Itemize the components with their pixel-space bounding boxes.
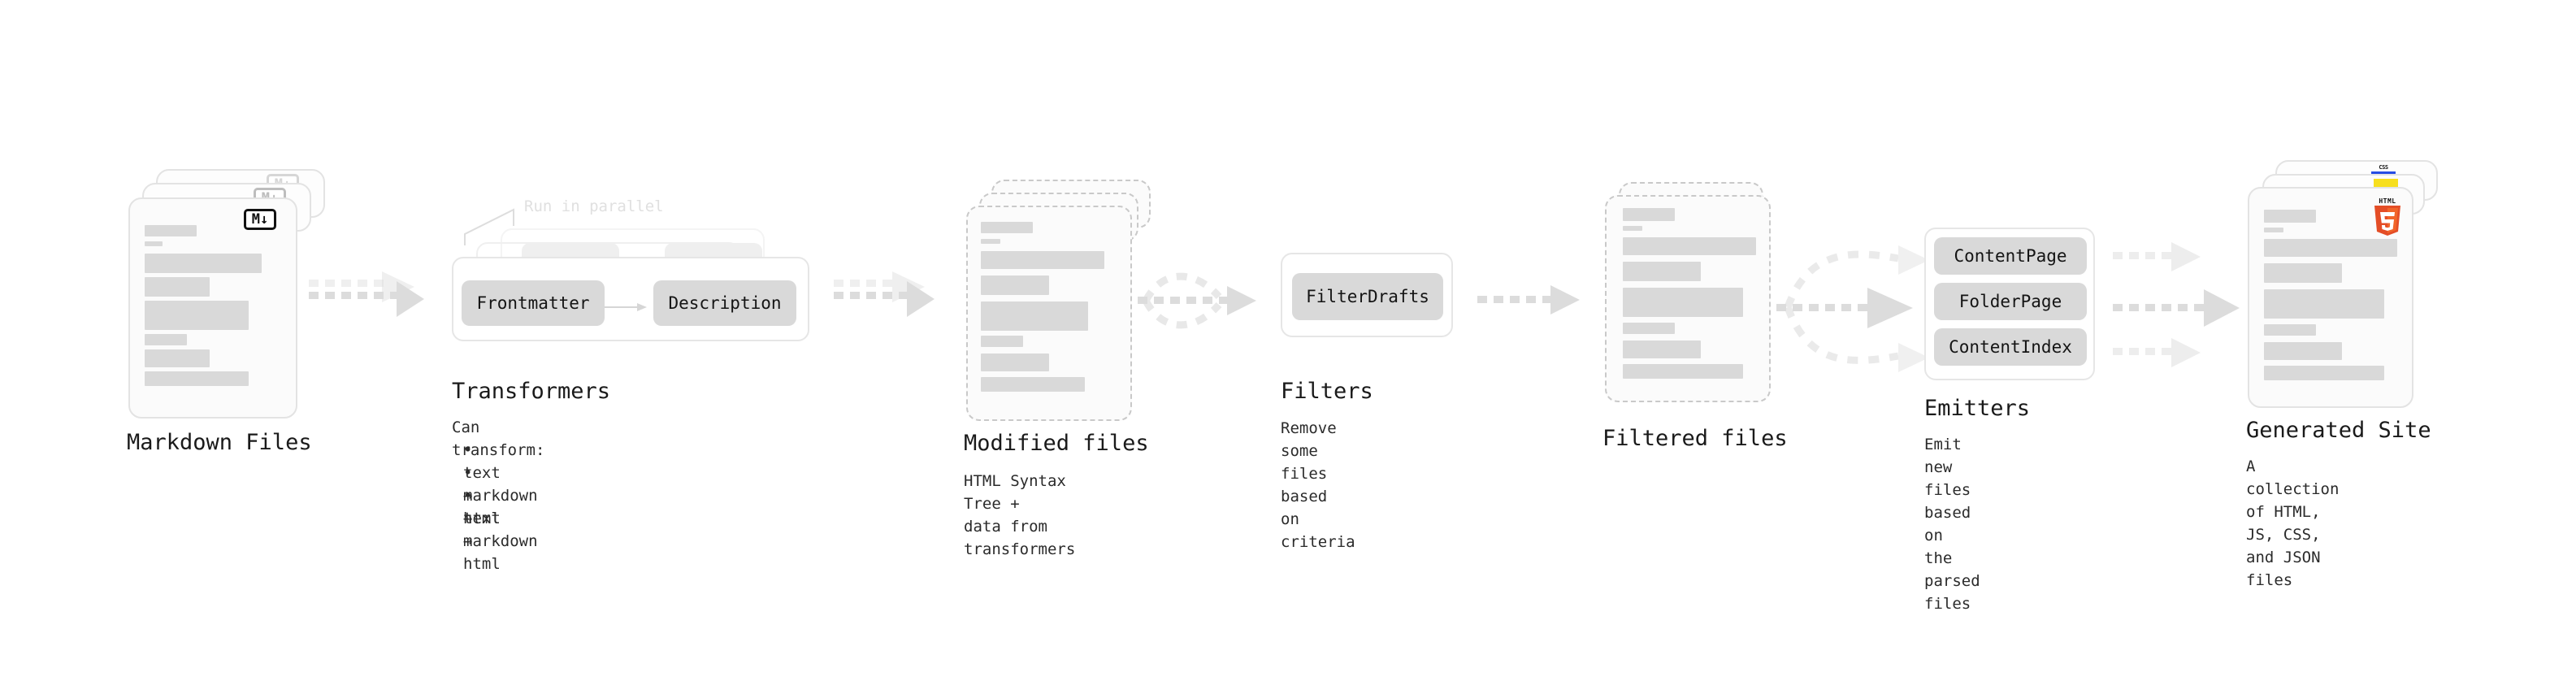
- arrow-emitters-to-generated: [2113, 242, 2240, 367]
- placeholder-bar: [981, 336, 1023, 347]
- arrow-filters-to-filtered: [1477, 285, 1580, 314]
- transformers-subtitle: Can transform:: [452, 419, 545, 459]
- transformer-description-chip[interactable]: Description: [653, 280, 796, 326]
- placeholder-bar: [1623, 237, 1756, 255]
- filtered-card-front: [1605, 195, 1771, 402]
- arrow-transformers-to-modified: [834, 271, 935, 317]
- placeholder-bar: [145, 301, 249, 330]
- markdown-badge: M↓: [244, 209, 276, 230]
- placeholder-bar: [2264, 239, 2397, 257]
- emitter-contentpage-chip[interactable]: ContentPage: [1934, 237, 2087, 275]
- arrow-markdown-to-transformers: [309, 271, 424, 317]
- run-in-parallel-label: Run in parallel: [524, 197, 664, 215]
- placeholder-bar: [2264, 210, 2316, 223]
- filter-filterdrafts-chip[interactable]: FilterDrafts: [1292, 273, 1443, 320]
- placeholder-bar: [145, 241, 163, 246]
- markdown-card-front: M↓: [128, 197, 297, 419]
- placeholder-bar: [2264, 289, 2384, 319]
- placeholder-bar: [145, 349, 210, 367]
- placeholder-bar: [1623, 323, 1675, 334]
- markdown-files-title: Markdown Files: [127, 430, 312, 455]
- css-badge-icon: CSS: [2371, 165, 2396, 176]
- placeholder-bar: [2264, 324, 2316, 336]
- placeholder-bar: [2264, 263, 2342, 283]
- emitter-contentindex-chip[interactable]: ContentIndex: [1934, 328, 2087, 366]
- transformer-inner-arrow: [603, 303, 647, 311]
- placeholder-bar: [1623, 340, 1701, 358]
- arrow-filtered-to-emitters: [1776, 245, 1929, 372]
- emitter-folderpage-chip[interactable]: FolderPage: [1934, 283, 2087, 320]
- transformer-frontmatter-chip[interactable]: Frontmatter: [462, 280, 605, 326]
- filtered-files-title: Filtered files: [1602, 426, 1788, 451]
- generated-card-front: HTML: [2248, 187, 2413, 408]
- transformers-title: Transformers: [452, 379, 611, 404]
- placeholder-bar: [1623, 288, 1743, 317]
- html5-label: HTML: [2379, 197, 2396, 205]
- placeholder-bar: [1623, 262, 1701, 281]
- placeholder-bar: [145, 371, 249, 386]
- transformers-bullet-2: • html → html: [463, 487, 501, 573]
- modified-files-title: Modified files: [964, 431, 1149, 456]
- emitters-subtitle: Emit new files based on the parsed files: [1924, 436, 1980, 613]
- html5-badge-icon: HTML: [2373, 197, 2402, 236]
- placeholder-bar: [981, 275, 1049, 295]
- filters-subtitle: Remove some files based on criteria: [1281, 419, 1355, 551]
- placeholder-bar: [1623, 364, 1743, 379]
- placeholder-bar: [981, 222, 1033, 233]
- placeholder-bar: [145, 225, 197, 236]
- modified-card-front: [966, 206, 1132, 421]
- placeholder-bar: [981, 377, 1085, 392]
- placeholder-bar: [145, 334, 187, 345]
- placeholder-bar: [2264, 366, 2384, 380]
- placeholder-bar: [145, 277, 210, 297]
- placeholder-bar: [981, 354, 1049, 371]
- arrow-modified-to-filters: [1138, 272, 1256, 329]
- placeholder-bar: [2264, 228, 2283, 232]
- placeholder-bar: [2264, 342, 2342, 360]
- run-in-parallel-bracket: [464, 208, 514, 245]
- generated-site-subtitle: A collection of HTML, JS, CSS, and JSON …: [2246, 458, 2340, 589]
- placeholder-bar: [1623, 226, 1642, 231]
- placeholder-bar: [1623, 208, 1675, 221]
- modified-files-subtitle: HTML Syntax Tree + data from transformer…: [964, 472, 1076, 558]
- placeholder-bar: [981, 251, 1104, 269]
- placeholder-bar: [145, 254, 262, 273]
- filters-title: Filters: [1281, 379, 1373, 404]
- generated-site-title: Generated Site: [2246, 418, 2431, 443]
- emitters-title: Emitters: [1924, 396, 2031, 421]
- placeholder-bar: [981, 301, 1088, 331]
- placeholder-bar: [981, 239, 1000, 244]
- transformers-bullet-1: • markdown → markdown: [463, 464, 538, 550]
- transformers-bullet-0: • text → text: [463, 441, 501, 527]
